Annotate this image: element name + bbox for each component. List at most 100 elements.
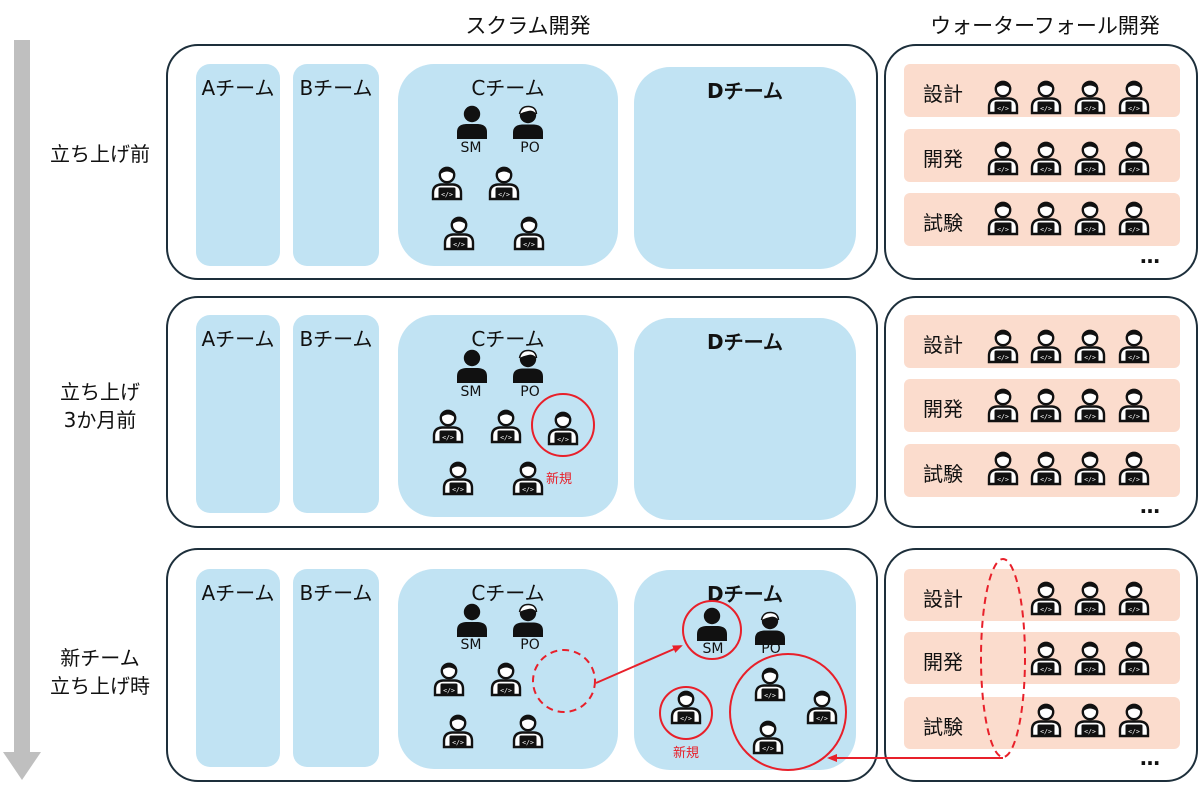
waterfall-label-development: 開発 (923, 397, 963, 421)
developer-laptop-icon: </> (512, 461, 544, 496)
svg-text:</>: </> (1040, 413, 1052, 421)
developer-laptop-icon: </> (513, 216, 545, 251)
svg-text:</>: </> (680, 715, 692, 723)
product-owner-label: PO (520, 384, 540, 400)
developer-laptop-icon: </> (512, 714, 544, 749)
svg-text:</>: </> (1128, 666, 1140, 674)
person-icon (697, 607, 727, 641)
svg-text:</>: </> (1084, 606, 1096, 614)
developer-laptop-icon: </> (1118, 388, 1150, 423)
developer-laptop-icon: </> (442, 714, 474, 749)
timeline-down-arrow-icon (3, 40, 41, 780)
team-a-stage-1: Aチーム (196, 64, 280, 266)
developer-laptop-icon: </> (754, 667, 786, 702)
waterfall-label-development: 開発 (923, 650, 963, 674)
developer-laptop-icon: </> (1118, 80, 1150, 115)
developer-laptop-icon: </> (1030, 80, 1062, 115)
person-icon (457, 349, 487, 383)
svg-text:</>: </> (997, 354, 1009, 362)
team-d-stage-3: Dチーム (634, 570, 856, 770)
developer-laptop-icon: </> (987, 451, 1019, 486)
team-b-stage-1: Bチーム (293, 64, 379, 266)
svg-text:</>: </> (1040, 666, 1052, 674)
svg-text:</>: </> (1128, 105, 1140, 113)
scrum-master-label: SM (460, 140, 482, 156)
svg-text:</>: </> (997, 226, 1009, 234)
svg-text:</>: </> (1084, 413, 1096, 421)
team-d-label: Dチーム (706, 79, 783, 103)
developer-laptop-icon: </> (490, 409, 522, 444)
waterfall-label-design: 設計 (923, 333, 963, 357)
developer-laptop-icon: </> (806, 690, 838, 725)
team-b-label: Bチーム (299, 327, 373, 351)
team-c-label: Cチーム (471, 581, 545, 605)
waterfall-ellipsis: … (1140, 494, 1161, 518)
developer-laptop-icon: </> (1074, 641, 1106, 676)
developer-laptop-icon: </> (1118, 641, 1150, 676)
stage-label-before-launch: 立ち上げ前 (50, 142, 150, 166)
developer-laptop-icon: </> (1074, 703, 1106, 738)
team-d-label: Dチーム (706, 330, 783, 354)
developer-laptop-icon: </> (1118, 451, 1150, 486)
team-b-label: Bチーム (299, 76, 373, 100)
svg-text:</>: </> (1128, 413, 1140, 421)
svg-text:</>: </> (1084, 354, 1096, 362)
new-member-label: 新規 (673, 746, 700, 761)
stage-label-new-team-launch: 新チーム 立ち上げ時 (50, 646, 150, 698)
developer-laptop-icon: </> (987, 329, 1019, 364)
team-d-stage-1: Dチーム (634, 67, 856, 269)
developer-laptop-icon: </> (752, 720, 784, 755)
person-with-hair-icon (755, 611, 785, 645)
svg-text:</>: </> (997, 413, 1009, 421)
waterfall-heading: ウォーターフォール開発 (930, 14, 1160, 38)
developer-laptop-icon: </> (1030, 581, 1062, 616)
developer-laptop-icon: </> (987, 201, 1019, 236)
team-a-stage-2: Aチーム (196, 315, 280, 513)
svg-text:</>: </> (1084, 226, 1096, 234)
svg-text:</>: </> (557, 436, 569, 444)
developer-laptop-icon: </> (987, 388, 1019, 423)
team-b-stage-3: Bチーム (293, 569, 379, 767)
svg-text:</>: </> (500, 434, 512, 442)
developer-laptop-icon: </> (1118, 703, 1150, 738)
developer-laptop-icon: </> (443, 216, 475, 251)
scrum-master-label: SM (460, 384, 482, 400)
scrum-heading: スクラム開発 (465, 14, 591, 38)
svg-text:</>: </> (453, 241, 465, 249)
developer-laptop-icon: </> (1030, 201, 1062, 236)
waterfall-ellipsis: … (1140, 746, 1161, 770)
svg-text:</>: </> (452, 486, 464, 494)
svg-text:</>: </> (498, 191, 510, 199)
waterfall-label-design: 設計 (923, 82, 963, 106)
person-with-hair-icon (513, 349, 543, 383)
developer-laptop-icon: </> (490, 662, 522, 697)
svg-text:</>: </> (1084, 476, 1096, 484)
svg-text:</>: </> (1128, 354, 1140, 362)
developer-laptop-icon: </> (1074, 80, 1106, 115)
team-b-label: Bチーム (299, 581, 373, 605)
waterfall-label-testing: 試験 (923, 211, 963, 235)
developer-laptop-icon: </> (987, 80, 1019, 115)
team-b-stage-2: Bチーム (293, 315, 379, 513)
developer-laptop-icon: </> (431, 166, 463, 201)
scrum-master-label: SM (702, 641, 724, 657)
developer-laptop-icon: </> (1030, 141, 1062, 176)
product-owner-label: PO (520, 140, 540, 156)
team-a-label: Aチーム (201, 327, 275, 351)
svg-text:</>: </> (522, 739, 534, 747)
svg-text:</>: </> (1084, 166, 1096, 174)
person-icon (457, 603, 487, 637)
svg-text:</>: </> (441, 191, 453, 199)
developer-laptop-icon: </> (442, 461, 474, 496)
waterfall-label-testing: 試験 (923, 715, 963, 739)
svg-text:</>: </> (452, 739, 464, 747)
person-with-hair-icon (513, 105, 543, 139)
team-c-stage-1: Cチーム (398, 64, 618, 266)
developer-laptop-icon: </> (1030, 703, 1062, 738)
waterfall-label-design: 設計 (923, 587, 963, 611)
stage-label-three-months-before: 立ち上げ 3か月前 (60, 380, 140, 432)
person-with-hair-icon (513, 603, 543, 637)
developer-laptop-icon: </> (1118, 581, 1150, 616)
svg-text:</>: </> (1084, 728, 1096, 736)
developer-laptop-icon: </> (1074, 581, 1106, 616)
